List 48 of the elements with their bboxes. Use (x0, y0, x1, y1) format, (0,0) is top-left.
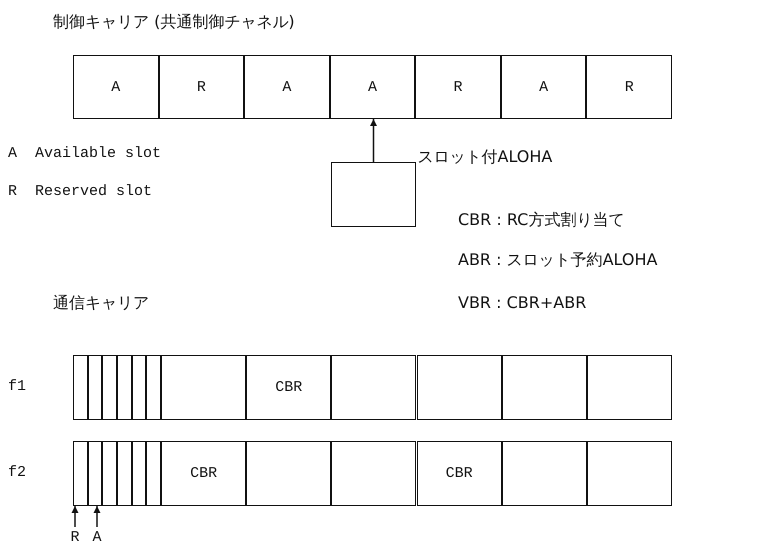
arrow (370, 119, 377, 162)
section-heading: 通信キャリア (53, 293, 149, 314)
time-slot (502, 441, 587, 506)
arrow (94, 506, 100, 527)
sub-slot (132, 441, 146, 506)
time-slot: CBR (416, 441, 502, 506)
sub-slot (117, 441, 132, 506)
time-slot: A (330, 55, 416, 119)
definition-text: ABR : スロット予約ALOHA (458, 250, 658, 271)
time-slot (331, 441, 416, 506)
time-slot: A (244, 55, 330, 119)
time-slot: R (415, 55, 501, 119)
time-slot (416, 355, 502, 420)
legend-text: Available slot (35, 145, 162, 162)
sub-slot (88, 355, 102, 420)
sub-slot (88, 441, 102, 506)
time-slot: R (158, 55, 244, 119)
time-slot: R (586, 55, 672, 119)
time-slot (246, 441, 332, 506)
sub-slot (146, 441, 161, 506)
terminal-box (331, 162, 416, 227)
time-slot: A (73, 55, 159, 119)
time-slot (502, 355, 587, 420)
time-slot: CBR (161, 441, 246, 506)
sub-slot (102, 441, 117, 506)
sub-slot (73, 355, 88, 420)
row-label: f1 (8, 378, 26, 395)
sub-slot (132, 355, 146, 420)
time-slot: A (500, 55, 586, 119)
time-slot (586, 355, 672, 420)
definition-text: VBR : CBR+ABR (458, 293, 586, 312)
arrow (72, 506, 78, 527)
row-label: f2 (8, 464, 26, 481)
section-heading: 制御キャリア (共通制御チャネル) (53, 12, 295, 33)
time-slot (161, 355, 246, 420)
sub-slot (146, 355, 161, 420)
sub-slot (117, 355, 132, 420)
sub-slot (73, 441, 88, 506)
legend-letter: R (8, 183, 18, 200)
time-slot (331, 355, 416, 420)
legend-letter: A (8, 145, 18, 162)
definition-text: CBR : RC方式割り当て (458, 210, 624, 231)
time-slot: CBR (246, 355, 332, 420)
sub-slot (102, 355, 117, 420)
time-slot (586, 441, 672, 506)
slot-letter: R (67, 527, 83, 547)
legend-text: Reserved slot (35, 183, 152, 200)
slot-letter: A (89, 527, 105, 547)
